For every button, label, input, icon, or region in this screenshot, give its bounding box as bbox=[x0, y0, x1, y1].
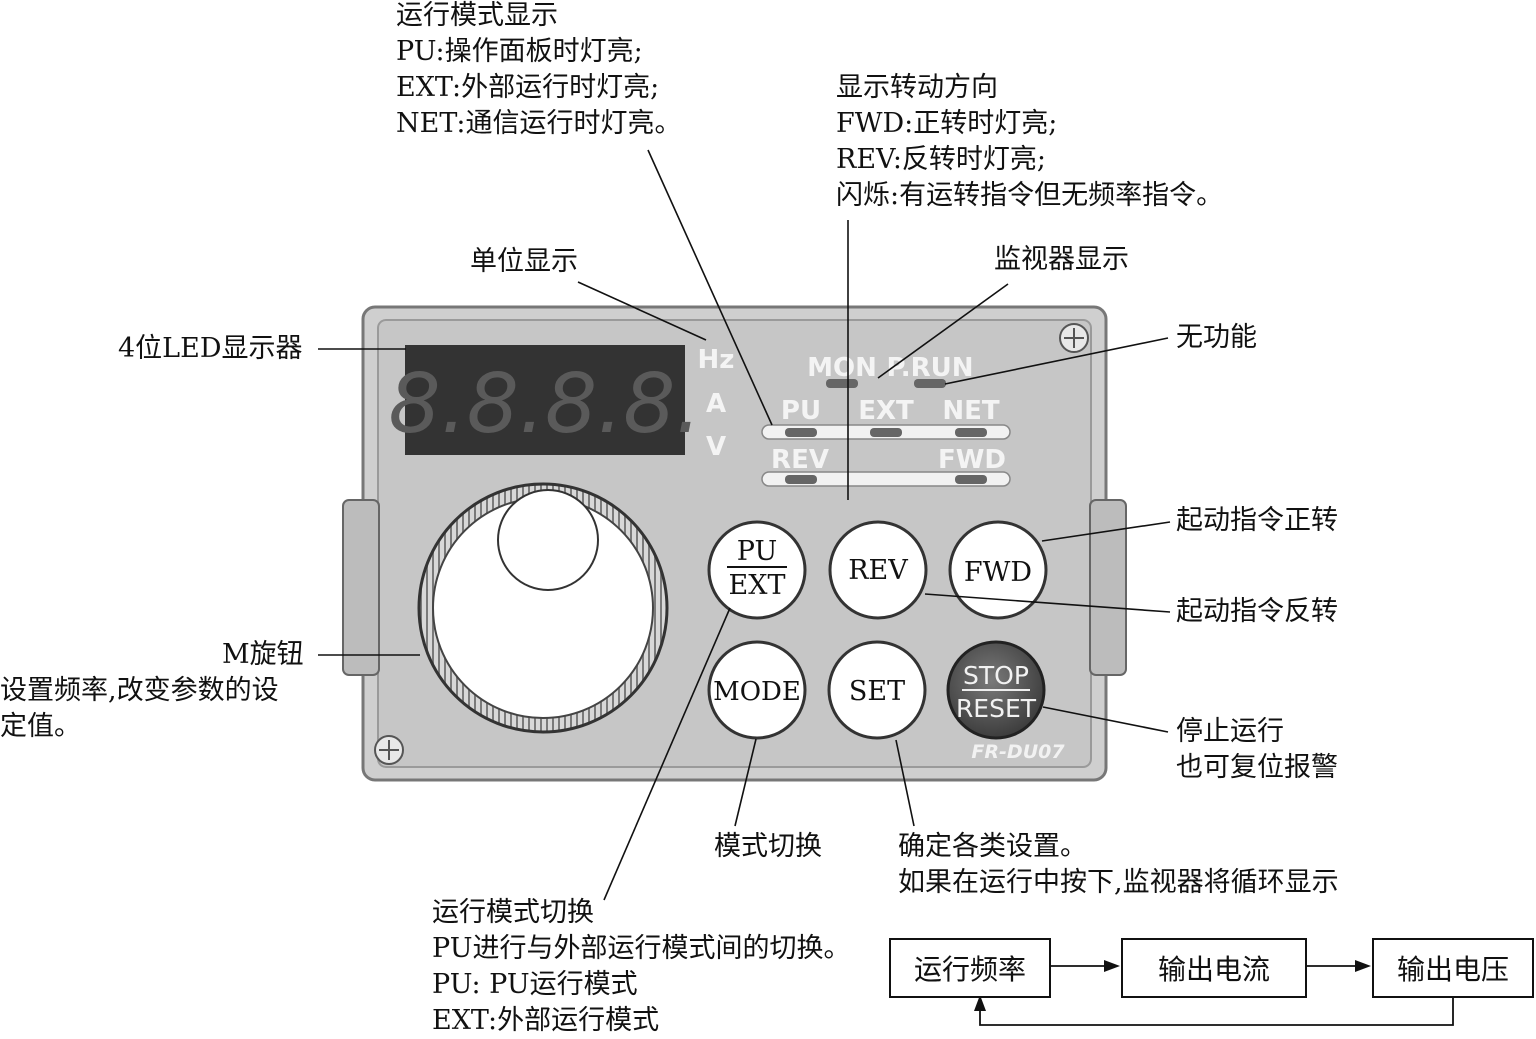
unit-hz: Hz bbox=[698, 345, 735, 375]
pu-ext-button-bottom-label: EXT bbox=[729, 570, 786, 601]
annotation-m-knob: M旋钮 设置频率,改变参数的设 定值。 bbox=[0, 637, 304, 745]
annotation-rotation-display: 显示转动方向 FWD:正转时灯亮; REV:反转时灯亮; 闪烁:有运转指令但无频… bbox=[836, 70, 1223, 214]
annotation-line: 定值。 bbox=[0, 711, 81, 742]
indicator-bar-direction bbox=[761, 471, 1011, 487]
annotation-line: FWD:正转时灯亮; bbox=[836, 108, 1058, 139]
annotation-start-reverse: 起动指令反转 bbox=[1176, 596, 1338, 627]
flow-arrows bbox=[974, 960, 1454, 1026]
flow-box-output-current: 输出电流 bbox=[1121, 938, 1307, 998]
led-rev bbox=[785, 475, 817, 484]
annotation-line: PU:操作面板时灯亮; bbox=[396, 36, 643, 67]
screw-bottom-left-icon bbox=[374, 735, 404, 765]
annotation-no-function: 无功能 bbox=[1176, 322, 1257, 353]
annotation-line: 闪烁:有运转指令但无频率指令。 bbox=[836, 180, 1224, 211]
led-ext bbox=[870, 428, 902, 437]
stop-reset-button[interactable]: STOP RESET bbox=[946, 640, 1046, 740]
annotation-monitor-display: 监视器显示 bbox=[994, 244, 1129, 275]
mode-button-label: MODE bbox=[713, 677, 801, 707]
leader-lines bbox=[318, 149, 1171, 901]
screw-top-right-icon bbox=[1059, 323, 1089, 353]
annotation-line: 运行模式显示 bbox=[396, 0, 558, 31]
operator-panel: 8.8.8.8. Hz A V MON P.RUN PU EXT NET REV… bbox=[342, 305, 1127, 782]
pu-ext-button[interactable]: PU EXT bbox=[707, 520, 807, 620]
annotation-line: 停止运行 bbox=[1176, 716, 1284, 747]
rev-button[interactable]: REV bbox=[828, 520, 928, 620]
flow-box-output-voltage: 输出电压 bbox=[1372, 938, 1534, 998]
annotation-line: M旋钮 bbox=[222, 639, 304, 670]
annotation-stop-run: 停止运行 也可复位报警 bbox=[1176, 714, 1338, 786]
flow-box-run-frequency: 运行频率 bbox=[889, 938, 1051, 998]
annotation-line: REV:反转时灯亮; bbox=[836, 144, 1047, 175]
m-knob[interactable] bbox=[417, 482, 669, 734]
fwd-button-label: FWD bbox=[964, 557, 1032, 588]
annotation-mode-switch: 模式切换 bbox=[714, 831, 822, 862]
left-clip bbox=[342, 499, 380, 676]
rev-button-label: REV bbox=[848, 555, 908, 586]
mode-button[interactable]: MODE bbox=[707, 640, 807, 740]
indicator-prun-label: P.RUN bbox=[886, 353, 973, 383]
reset-button-label: RESET bbox=[956, 694, 1037, 723]
stop-button-label: STOP bbox=[963, 661, 1029, 690]
set-button[interactable]: SET bbox=[827, 640, 927, 740]
annotation-led-display: 4位LED显示器 bbox=[118, 333, 303, 364]
annotation-run-mode-display: 运行模式显示 PU:操作面板时灯亮; EXT:外部运行时灯亮; NET:通信运行… bbox=[396, 0, 681, 142]
led-prun bbox=[914, 379, 946, 388]
annotation-line: PU: PU运行模式 bbox=[432, 969, 638, 1000]
annotation-unit-display: 单位显示 bbox=[470, 246, 578, 277]
annotation-line: 显示转动方向 bbox=[836, 72, 998, 103]
indicator-ext-label: EXT bbox=[858, 396, 914, 426]
annotation-line: NET:通信运行时灯亮。 bbox=[396, 108, 682, 139]
annotation-run-mode-switch: 运行模式切换 PU进行与外部运行模式间的切换。 PU: PU运行模式 EXT:外… bbox=[432, 895, 850, 1039]
model-label: FR-DU07 bbox=[971, 741, 1065, 763]
led-pu bbox=[785, 428, 817, 437]
led-digits: 8.8.8.8. bbox=[389, 357, 702, 452]
annotation-line: 也可复位报警 bbox=[1176, 752, 1338, 783]
annotation-start-forward: 起动指令正转 bbox=[1176, 505, 1338, 536]
right-clip bbox=[1089, 499, 1127, 676]
pu-ext-button-top-label: PU bbox=[737, 536, 777, 567]
indicator-mon-label: MON bbox=[807, 353, 877, 383]
indicator-net-label: NET bbox=[942, 396, 1000, 426]
annotation-line: EXT:外部运行时灯亮; bbox=[396, 72, 660, 103]
led-display-window bbox=[405, 345, 685, 455]
annotation-line: PU进行与外部运行模式间的切换。 bbox=[432, 933, 851, 964]
unit-a: A bbox=[706, 389, 726, 419]
annotation-line: 如果在运行中按下,监视器将循环显示 bbox=[898, 867, 1339, 898]
set-button-label: SET bbox=[849, 676, 905, 707]
led-mon bbox=[826, 379, 858, 388]
indicator-fwd-label: FWD bbox=[938, 445, 1006, 475]
indicator-rev-label: REV bbox=[771, 445, 829, 475]
annotation-confirm-settings: 确定各类设置。 如果在运行中按下,监视器将循环显示 bbox=[898, 829, 1339, 901]
annotation-line: 确定各类设置。 bbox=[898, 831, 1087, 862]
led-fwd bbox=[955, 475, 987, 484]
unit-v: V bbox=[706, 432, 726, 462]
fwd-button[interactable]: FWD bbox=[948, 520, 1048, 620]
indicator-pu-label: PU bbox=[781, 396, 821, 426]
annotation-line: 设置频率,改变参数的设 bbox=[0, 675, 279, 706]
annotation-line: 运行模式切换 bbox=[432, 897, 594, 928]
annotation-line: EXT:外部运行模式 bbox=[432, 1005, 660, 1036]
led-net bbox=[955, 428, 987, 437]
